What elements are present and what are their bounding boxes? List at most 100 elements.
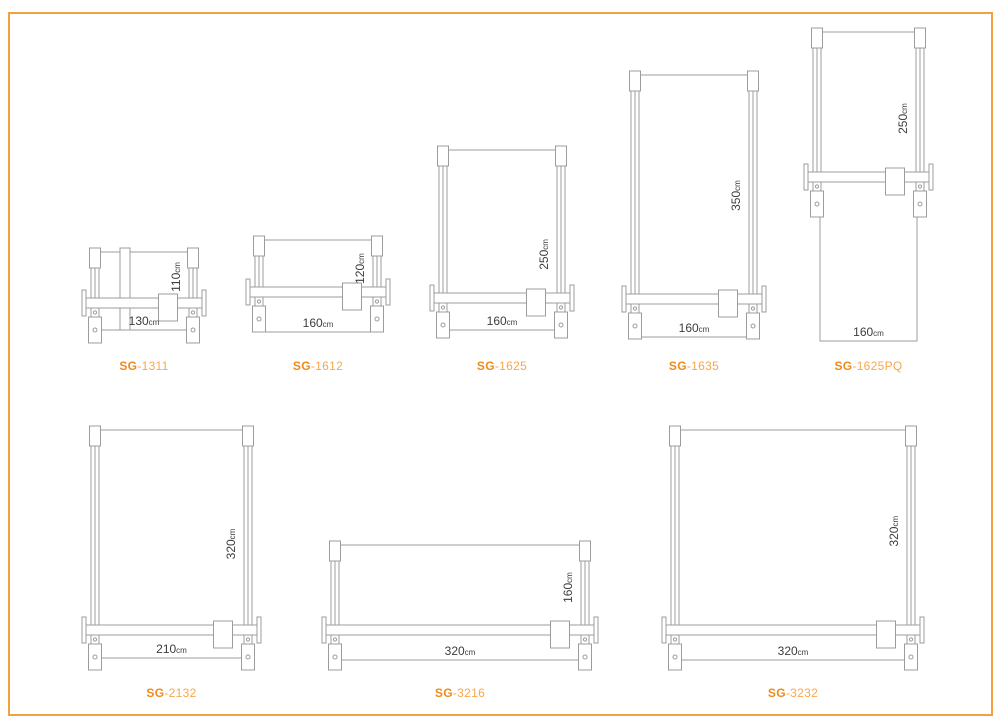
clamp-box xyxy=(876,620,896,649)
left-pole-tube xyxy=(670,443,676,637)
right-base-plate-hole xyxy=(908,654,914,660)
left-end-flange xyxy=(661,616,667,644)
right-pole-tube xyxy=(580,558,586,637)
right-pole-cap xyxy=(747,70,759,92)
height-dimension-label: 250cm xyxy=(896,103,910,134)
left-joint xyxy=(812,181,822,192)
left-pole-cap xyxy=(329,540,341,562)
left-joint xyxy=(254,296,264,307)
clamp-box xyxy=(342,282,362,311)
left-base-plate xyxy=(88,643,102,671)
left-end-flange xyxy=(429,284,435,312)
model-label-sg-1612: SG-1612 xyxy=(243,359,393,373)
height-dimension-label: 320cm xyxy=(224,528,238,559)
right-base-plate xyxy=(241,643,255,671)
left-pole-cap xyxy=(89,425,101,447)
left-base-plate xyxy=(328,643,342,671)
model-name-suffix: -1635 xyxy=(686,359,720,373)
left-base-plate-hole xyxy=(814,201,820,207)
model-label-sg-1625: SG-1625 xyxy=(427,359,577,373)
left-base-plate-hole xyxy=(92,654,98,660)
right-pole-tube xyxy=(560,163,566,305)
left-pole-cap xyxy=(253,235,265,257)
left-joint-hole xyxy=(814,184,820,189)
right-joint xyxy=(243,634,253,645)
right-base-plate-hole xyxy=(558,322,564,328)
model-label-sg-1311: SG-1311 xyxy=(69,359,219,373)
model-name-prefix: SG xyxy=(834,359,853,373)
left-base-plate xyxy=(88,316,102,344)
right-pole-cap xyxy=(905,425,917,447)
right-joint-hole xyxy=(750,306,756,311)
left-pole-tube xyxy=(816,45,822,184)
left-joint xyxy=(330,634,340,645)
left-base-plate xyxy=(810,190,824,218)
right-base-plate-hole xyxy=(582,654,588,660)
left-pole-tube xyxy=(330,558,336,637)
width-dimension-label: 130cm xyxy=(129,314,160,328)
left-end-flange xyxy=(81,289,87,317)
left-pole-tube xyxy=(438,163,444,305)
right-joint xyxy=(906,634,916,645)
left-base-plate xyxy=(628,312,642,340)
right-pole-tube xyxy=(906,443,912,637)
right-joint-hole xyxy=(374,299,380,304)
left-joint-hole xyxy=(92,637,98,642)
right-pole-tube xyxy=(915,45,921,184)
right-base-plate xyxy=(370,305,384,333)
right-pole-cap xyxy=(579,540,591,562)
left-pole-tube xyxy=(334,558,340,637)
right-pole-cap xyxy=(914,27,926,49)
width-dimension-label: 160cm xyxy=(853,325,884,339)
model-label-sg-1625pq: SG-1625PQ xyxy=(794,359,944,373)
height-dimension-label: 120cm xyxy=(353,253,367,284)
left-end-flange xyxy=(321,616,327,644)
right-joint xyxy=(188,307,198,318)
right-base-plate-hole xyxy=(245,654,251,660)
right-base-plate xyxy=(746,312,760,340)
right-pole-tube xyxy=(752,88,758,306)
model-name-prefix: SG xyxy=(668,359,687,373)
right-end-flange xyxy=(256,616,262,644)
model-name-prefix: SG xyxy=(476,359,495,373)
left-joint-hole xyxy=(256,299,262,304)
left-end-flange xyxy=(803,163,809,191)
model-label-sg-1635: SG-1635 xyxy=(619,359,769,373)
right-base-plate xyxy=(904,643,918,671)
left-base-plate-hole xyxy=(256,316,262,322)
right-end-flange xyxy=(761,285,767,313)
height-dimension-label: 320cm xyxy=(887,516,901,547)
left-pole-cap xyxy=(811,27,823,49)
width-dimension-label: 160cm xyxy=(679,321,710,335)
model-name-suffix: -1311 xyxy=(137,359,169,373)
right-pole-cap xyxy=(242,425,254,447)
right-base-plate-hole xyxy=(917,201,923,207)
right-base-plate xyxy=(186,316,200,344)
right-base-plate-hole xyxy=(750,323,756,329)
left-pole-tube xyxy=(674,443,680,637)
left-end-flange xyxy=(621,285,627,313)
right-end-flange xyxy=(593,616,599,644)
left-base-plate-hole xyxy=(92,327,98,333)
left-joint xyxy=(90,634,100,645)
left-joint xyxy=(670,634,680,645)
right-pole-cap xyxy=(555,145,567,167)
left-pole-tube xyxy=(630,88,636,306)
clamp-box xyxy=(550,620,570,649)
ground-crossbar xyxy=(249,286,387,298)
left-base-plate xyxy=(436,311,450,339)
left-joint xyxy=(438,302,448,313)
model-name-prefix: SG xyxy=(292,359,311,373)
right-pole-tube xyxy=(247,443,253,637)
right-pole-tube xyxy=(556,163,562,305)
model-name-prefix: SG xyxy=(767,686,786,700)
right-joint xyxy=(748,303,758,314)
clamp-box xyxy=(718,289,738,318)
